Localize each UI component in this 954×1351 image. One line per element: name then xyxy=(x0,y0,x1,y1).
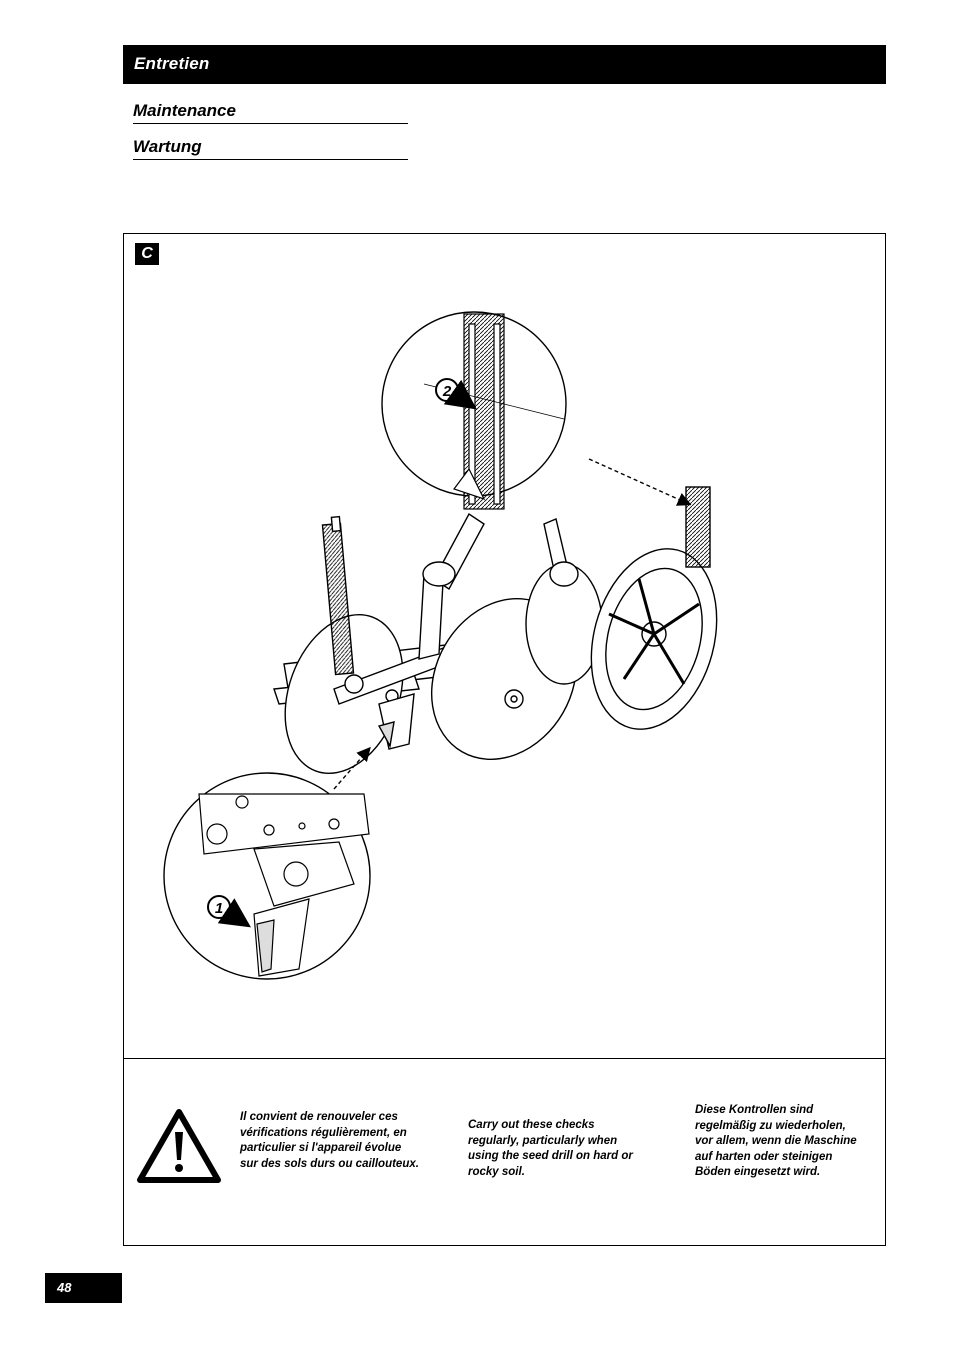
subtitle-maintenance: Maintenance xyxy=(133,101,408,124)
detail-circle-1: 1 xyxy=(163,772,371,980)
note-german: Diese Kontrollen sind regelmäßig zu wied… xyxy=(695,1104,857,1178)
warning-triangle-icon xyxy=(137,1109,221,1183)
subtitle-wartung: Wartung xyxy=(133,137,408,160)
detail-link-1 xyxy=(333,746,371,790)
detail-link-2 xyxy=(588,458,692,506)
figure-label: C xyxy=(135,243,159,265)
section-title: Entretien xyxy=(134,54,210,73)
note-english: Carry out these checks regularly, partic… xyxy=(468,1119,633,1178)
opener-assembly xyxy=(273,486,718,775)
callout-1: 1 xyxy=(215,900,223,917)
figure-divider xyxy=(124,1058,885,1059)
seed-drill-illustration: 2 1 xyxy=(163,311,718,980)
page-number-box: 48 xyxy=(45,1273,122,1303)
note-french: Il convient de renouveler ces vérificati… xyxy=(240,1111,419,1170)
page-number: 48 xyxy=(57,1280,72,1295)
figure-frame: C xyxy=(123,233,886,1246)
callout-2: 2 xyxy=(442,383,452,400)
section-header: Entretien xyxy=(123,45,886,84)
detail-circle-2: 2 xyxy=(381,311,567,510)
